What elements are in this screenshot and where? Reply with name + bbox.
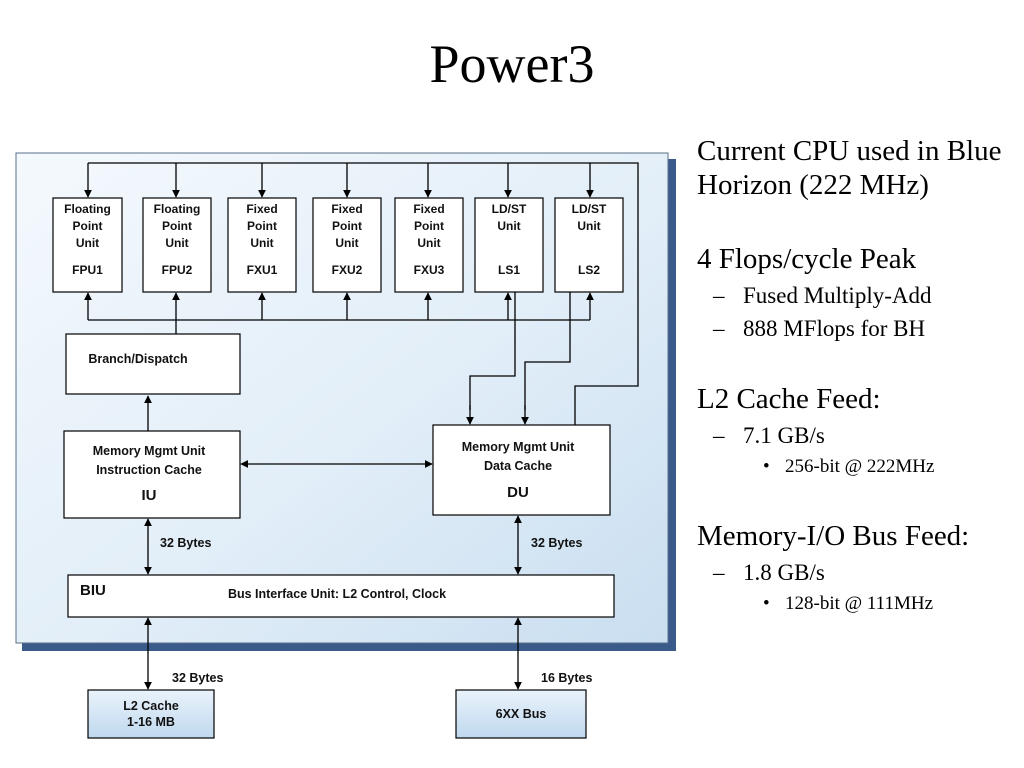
fpu2-id: FPU2: [162, 263, 193, 277]
l2-cache-line2: 1-16 MB: [127, 715, 175, 729]
ls1-box: [474, 197, 544, 293]
l2-cache-line1: L2 Cache: [123, 699, 179, 713]
bullet-level2-text: 7.1 GB/s: [743, 423, 825, 448]
fxu2-label-line: Fixed: [331, 202, 362, 216]
iu-box: [63, 430, 241, 519]
iu-line1: Memory Mgmt Unit: [93, 444, 206, 458]
bullet-level2-text: 888 MFlops for BH: [743, 316, 926, 341]
du-biu-width-label: 32 Bytes: [531, 536, 582, 550]
fxu3-label-line: Point: [414, 219, 444, 233]
bullet-list: Current CPU used in Blue Horizon (222 MH…: [697, 134, 1017, 616]
iu-line2: Instruction Cache: [96, 463, 202, 477]
ls2-id: LS2: [578, 263, 600, 277]
fxu1-box: [227, 197, 297, 293]
bullet-level2: –1.8 GB/s: [697, 559, 1017, 586]
du-id: DU: [507, 484, 529, 501]
slide-title: Power3: [429, 34, 595, 94]
fxu3-box: [394, 197, 464, 293]
fpu1-box: [52, 197, 123, 293]
bullet-level3-text: 128-bit @ 111MHz: [785, 593, 934, 614]
dash-marker: –: [713, 316, 725, 341]
fxu1-label-line: Unit: [250, 236, 273, 250]
fxu3-id: FXU3: [414, 263, 445, 277]
dot-marker: •: [763, 593, 770, 614]
branch-dispatch-label: Branch/Dispatch: [88, 352, 187, 366]
iu-id: IU: [142, 487, 157, 504]
bullet-level2: –7.1 GB/s: [697, 422, 1017, 449]
branch-dispatch-box: [65, 333, 241, 395]
biu-label: Bus Interface Unit: L2 Control, Clock: [228, 587, 446, 601]
fpu2-label-line: Point: [162, 219, 192, 233]
fxu1-label-line: Point: [247, 219, 277, 233]
fpu1-id: FPU1: [72, 263, 103, 277]
ls2-label-line: LD/ST: [572, 202, 607, 216]
biu-id: BIU: [80, 582, 106, 599]
ls1-label-line: Unit: [497, 219, 520, 233]
du-box: [432, 424, 611, 516]
bullet-level1: Memory-I/O Bus Feed:: [697, 520, 970, 552]
bus-6xx-label: 6XX Bus: [496, 707, 547, 721]
power3-block-diagram: FloatingPointUnitFPU1FloatingPointUnitFP…: [15, 152, 676, 739]
fxu2-label-line: Point: [332, 219, 362, 233]
du-line1: Memory Mgmt Unit: [462, 440, 575, 454]
bullet-level2-text: 1.8 GB/s: [743, 560, 825, 585]
fxu2-box: [312, 197, 382, 293]
bullet-level3: • 128-bit @ 111MHz: [697, 592, 1017, 616]
bullet-level3: • 256-bit @ 222MHz: [697, 455, 1017, 479]
dash-marker: –: [713, 560, 725, 585]
fpu1-label-line: Unit: [76, 236, 99, 250]
bullet-level3-text: 256-bit @ 222MHz: [785, 456, 935, 477]
bullet-level1: L2 Cache Feed:: [697, 383, 881, 415]
biu-box: [67, 574, 615, 618]
ls2-label-line: Unit: [577, 219, 600, 233]
dot-marker: •: [763, 456, 770, 477]
fpu1-label-line: Floating: [64, 202, 111, 216]
ls1-id: LS1: [498, 263, 520, 277]
bullet-level2-text: Fused Multiply-Add: [743, 283, 932, 308]
bullet-level1: 4 Flops/cycle Peak: [697, 243, 917, 275]
fxu2-id: FXU2: [332, 263, 363, 277]
fpu2-label-line: Unit: [165, 236, 188, 250]
bullet-level2: –Fused Multiply-Add: [697, 282, 1017, 309]
du-line2: Data Cache: [484, 459, 552, 473]
fxu1-id: FXU1: [247, 263, 278, 277]
fpu2-label-line: Floating: [154, 202, 201, 216]
fxu1-label-line: Fixed: [246, 202, 277, 216]
fxu3-label-line: Fixed: [413, 202, 444, 216]
biu-bus-width-label: 16 Bytes: [541, 671, 592, 685]
ls2-box: [554, 197, 624, 293]
fxu3-label-line: Unit: [417, 236, 440, 250]
biu-l2-width-label: 32 Bytes: [172, 671, 223, 685]
fxu2-label-line: Unit: [335, 236, 358, 250]
iu-biu-width-label: 32 Bytes: [160, 536, 211, 550]
l2-cache-box: [87, 689, 215, 739]
bullet-level2: –888 MFlops for BH: [697, 315, 1017, 342]
dash-marker: –: [713, 423, 725, 448]
bullet-level1: Current CPU used in Blue Horizon (222 MH…: [697, 135, 1002, 201]
fpu2-box: [142, 197, 212, 293]
dash-marker: –: [713, 283, 725, 308]
fpu1-label-line: Point: [73, 219, 103, 233]
bus-6xx-box: [455, 689, 587, 739]
ls1-label-line: LD/ST: [492, 202, 527, 216]
